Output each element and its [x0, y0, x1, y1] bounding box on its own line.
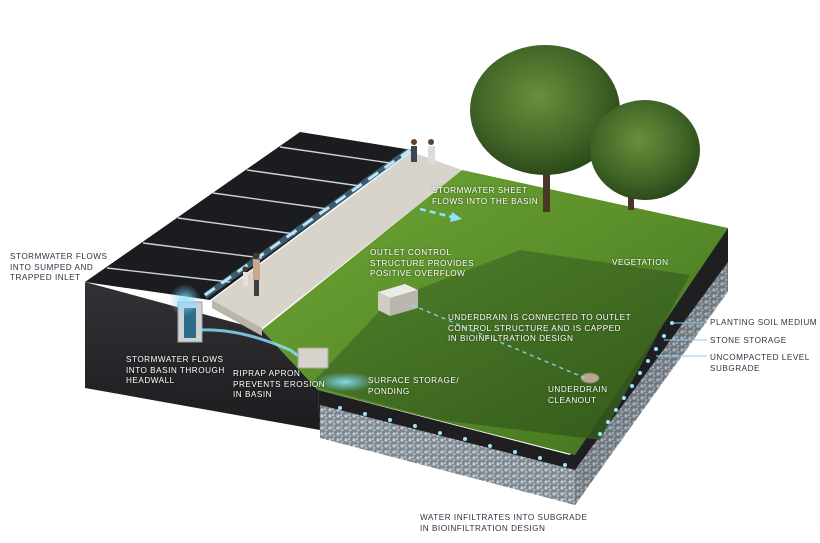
soil-layer-dots: [338, 321, 674, 467]
outlet-control-structure: [378, 284, 418, 316]
label-subgrade: Uncompacted level subgrade: [710, 353, 810, 373]
underdrain-cleanout: [580, 372, 600, 384]
label-underdrain: Underdrain is connected to outlet contro…: [448, 313, 632, 343]
label-underdrain-cleanout: Underdrain cleanout: [548, 385, 608, 405]
sheet-flow-arrow: [419, 207, 462, 222]
people-walking: [242, 139, 435, 296]
headwall: [297, 347, 329, 369]
tree-left: [470, 45, 620, 212]
parking-stripes: [106, 146, 391, 283]
sidewalk: [212, 152, 462, 328]
parking-lot: [85, 132, 412, 300]
headwall-pipe: [199, 328, 301, 359]
label-surface-storage: Surface storage/ ponding: [368, 376, 460, 396]
stone-storage-front: [320, 405, 575, 505]
label-headwall: Stormwater flows into basin through head…: [126, 355, 225, 385]
label-planting-soil: Planting soil medium: [710, 318, 818, 327]
callout-lines: [656, 322, 707, 357]
tree-right: [590, 100, 700, 210]
label-vegetation: Vegetation: [612, 258, 669, 267]
label-stone-storage: Stone storage: [710, 336, 787, 345]
label-inlet: Stormwater flows into sumped and trapped…: [10, 252, 108, 282]
label-sheet-flow: Stormwater sheet flows into the basin: [432, 186, 539, 206]
label-outlet-control: Outlet control structure provides positi…: [370, 248, 475, 278]
gutter-flow-line: [204, 148, 411, 297]
soil-cross-section-left: [85, 282, 320, 430]
label-infiltrates: Water infiltrates into subgrade in bioin…: [420, 513, 588, 533]
label-riprap: Riprap apron prevents erosion in basin: [233, 369, 326, 399]
